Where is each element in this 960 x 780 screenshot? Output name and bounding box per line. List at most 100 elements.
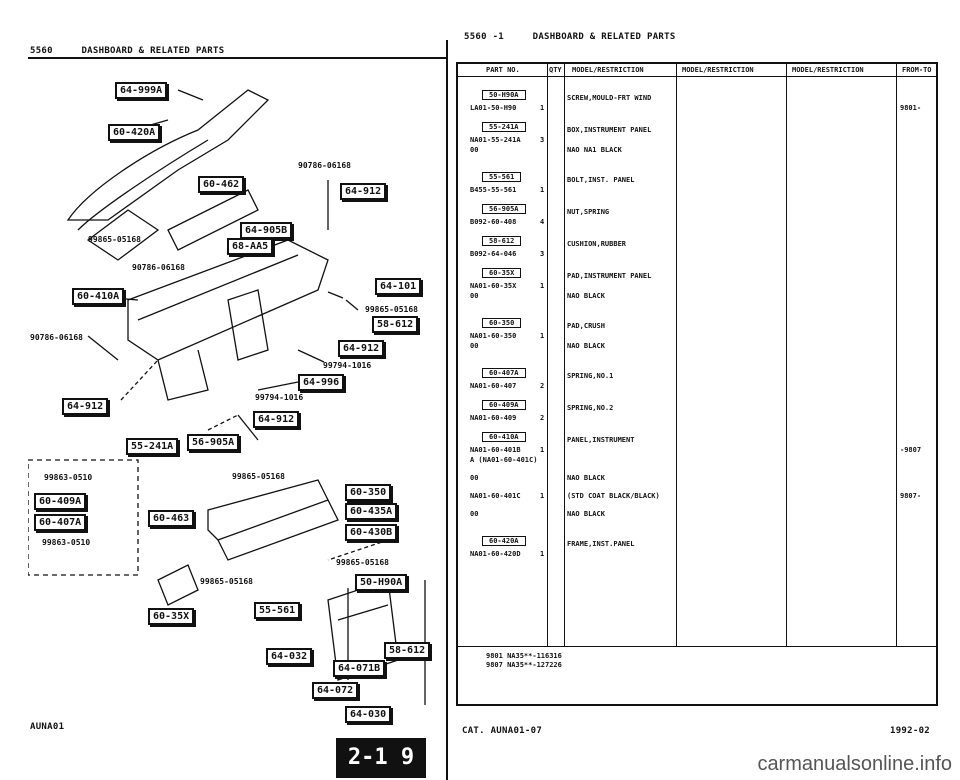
row-from-to: -9807 xyxy=(900,446,922,454)
row-ref-box: 60-409A xyxy=(482,400,526,410)
row-description: BOLT,INST. PANEL xyxy=(567,176,635,184)
col-header-model-2: MODEL/RESTRICTION xyxy=(682,66,754,74)
row-description: SPRING,NO.2 xyxy=(567,404,614,412)
callout-64-996: 64-996 xyxy=(298,374,345,391)
left-header-rule xyxy=(28,57,448,59)
callout-64-072: 64-072 xyxy=(312,682,359,699)
fastener-number: 99865-05168 xyxy=(232,472,285,481)
col-header-qty: QTY xyxy=(549,66,562,74)
row-part-number: B092-64-046 xyxy=(470,250,517,258)
right-header: 5560 -1 DASHBOARD & RELATED PARTS xyxy=(464,32,676,42)
left-header-title: DASHBOARD & RELATED PARTS xyxy=(81,46,225,56)
col-divider xyxy=(786,62,787,646)
left-header: 5560 DASHBOARD & RELATED PARTS xyxy=(30,46,224,56)
row-description: FRAME,INST.PANEL xyxy=(567,540,635,548)
row-qty: 2 xyxy=(540,414,545,422)
row-description: CUSHION,RUBBER xyxy=(567,240,627,248)
row-description: NAO BLACK xyxy=(567,510,605,518)
row-part-number: NA01-60-401C xyxy=(470,492,521,500)
row-part-number: NA01-60-401B xyxy=(470,446,521,454)
row-part-number: 00 xyxy=(470,510,479,518)
col-divider xyxy=(547,62,548,646)
catalog-code: CAT. AUNA01-07 xyxy=(462,726,543,736)
row-part-number: 00 xyxy=(470,146,479,154)
fastener-number: 99865-05168 xyxy=(200,577,253,586)
left-header-code: 5560 xyxy=(30,46,53,56)
callout-64-101: 64-101 xyxy=(375,278,422,295)
row-part-number: NA01-60-407 xyxy=(470,382,517,390)
col-header-partno: PART NO. xyxy=(486,66,520,74)
callout-68-AA5: 68-AA5 xyxy=(227,238,274,255)
col-divider xyxy=(564,62,565,646)
col-header-model-3: MODEL/RESTRICTION xyxy=(792,66,864,74)
row-from-to: 9801- xyxy=(900,104,922,112)
table-header-rule xyxy=(456,76,936,77)
row-qty: 1 xyxy=(540,104,545,112)
row-qty: 1 xyxy=(540,446,545,454)
row-qty: 3 xyxy=(540,136,545,144)
row-ref-box: 55-241A xyxy=(482,122,526,132)
col-divider xyxy=(896,62,897,646)
callout-58-612: 58-612 xyxy=(372,316,419,333)
fastener-number: 99794-1016 xyxy=(255,393,304,402)
fastener-number: 99863-0510 xyxy=(44,473,93,482)
col-header-model-1: MODEL/RESTRICTION xyxy=(572,66,644,74)
footnote: 9801 NA35**-116316 xyxy=(486,652,562,660)
row-qty: 4 xyxy=(540,218,545,226)
fastener-number: 90786-06168 xyxy=(30,333,83,342)
row-ref-box: 56-905A xyxy=(482,204,526,214)
catalog-date: 1992-02 xyxy=(890,726,931,736)
row-qty: 1 xyxy=(540,332,545,340)
callout-64-032: 64-032 xyxy=(266,648,313,665)
row-part-number: 00 xyxy=(470,474,479,482)
row-description: SPRING,NO.1 xyxy=(567,372,614,380)
callout-60-407A: 60-407A xyxy=(34,514,87,531)
callout-58-612-b: 58-612 xyxy=(384,642,431,659)
page-divider xyxy=(446,40,448,780)
callout-64-912-b: 64-912 xyxy=(338,340,385,357)
row-description: NAO BLACK xyxy=(567,474,605,482)
row-part-number: B455-55-561 xyxy=(470,186,517,194)
fastener-number: 90786-06168 xyxy=(132,263,185,272)
row-description: NAO BLACK xyxy=(567,342,605,350)
callout-64-912-a: 64-912 xyxy=(340,183,387,200)
page-tab: 2-1 9 xyxy=(336,738,426,778)
left-footer-code: AUNA01 xyxy=(30,722,65,732)
row-ref-box: 60-350 xyxy=(482,318,522,328)
row-description: PAD,CRUSH xyxy=(567,322,605,330)
row-ref-box: 50-H90A xyxy=(482,90,526,100)
row-description: BOX,INSTRUMENT PANEL xyxy=(567,126,652,134)
row-ref-box: 60-420A xyxy=(482,536,526,546)
fastener-number: 99794-1016 xyxy=(323,361,372,370)
right-header-code: 5560 -1 xyxy=(464,32,505,42)
watermark-text: carmanualsonline.info xyxy=(757,753,952,775)
row-description: NAO NA1 BLACK xyxy=(567,146,622,154)
callout-55-561: 55-561 xyxy=(254,602,301,619)
callout-60-420A: 60-420A xyxy=(108,124,161,141)
row-part-number: A (NA01-60-401C) xyxy=(470,456,538,464)
row-part-number: LA01-50-H90 xyxy=(470,104,517,112)
fastener-number: 99863-0510 xyxy=(42,538,91,547)
callout-64-999A: 64-999A xyxy=(115,82,168,99)
col-header-fromto: FROM-TO xyxy=(902,66,932,74)
footnote: 9807 NA35**-127226 xyxy=(486,661,562,669)
row-ref-box: 60-407A xyxy=(482,368,526,378)
callout-64-912-c: 64-912 xyxy=(253,411,300,428)
row-ref-box: 60-410A xyxy=(482,432,526,442)
row-part-number: NA01-60-350 xyxy=(470,332,517,340)
fastener-number: 99865-05168 xyxy=(365,305,418,314)
row-qty: 1 xyxy=(540,492,545,500)
fastener-number: 90786-06168 xyxy=(298,161,351,170)
row-part-number: 00 xyxy=(470,292,479,300)
callout-64-905B: 64-905B xyxy=(240,222,293,239)
row-part-number: 00 xyxy=(470,342,479,350)
row-ref-box: 55-561 xyxy=(482,172,522,182)
fastener-number: 99865-05168 xyxy=(88,235,141,244)
row-part-number: NA01-60-35X xyxy=(470,282,517,290)
callout-60-462: 60-462 xyxy=(198,176,245,193)
callout-50-H90A: 50-H90A xyxy=(355,574,408,591)
row-qty: 1 xyxy=(540,186,545,194)
row-description: NUT,SPRING xyxy=(567,208,610,216)
row-qty: 1 xyxy=(540,550,545,558)
